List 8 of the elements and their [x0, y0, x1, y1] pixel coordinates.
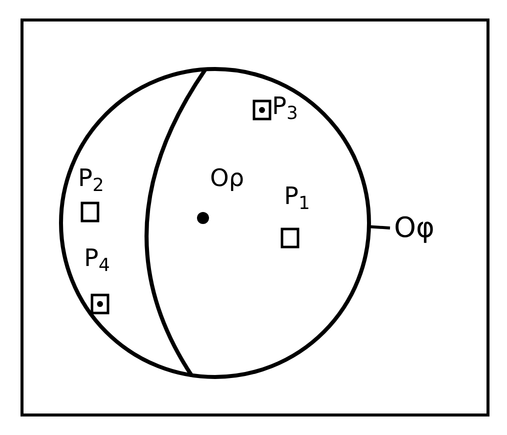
point-label: P$_{1}$	[284, 184, 310, 208]
sphere-outline	[59, 67, 371, 379]
point-label: P$_{3}$	[272, 94, 298, 118]
point-label: Oρ	[210, 166, 244, 190]
leader-line	[368, 225, 390, 230]
point-label: P$_{4}$	[84, 246, 110, 270]
point-label: P$_{2}$	[78, 166, 104, 190]
point-label: Oφ	[393, 214, 435, 242]
